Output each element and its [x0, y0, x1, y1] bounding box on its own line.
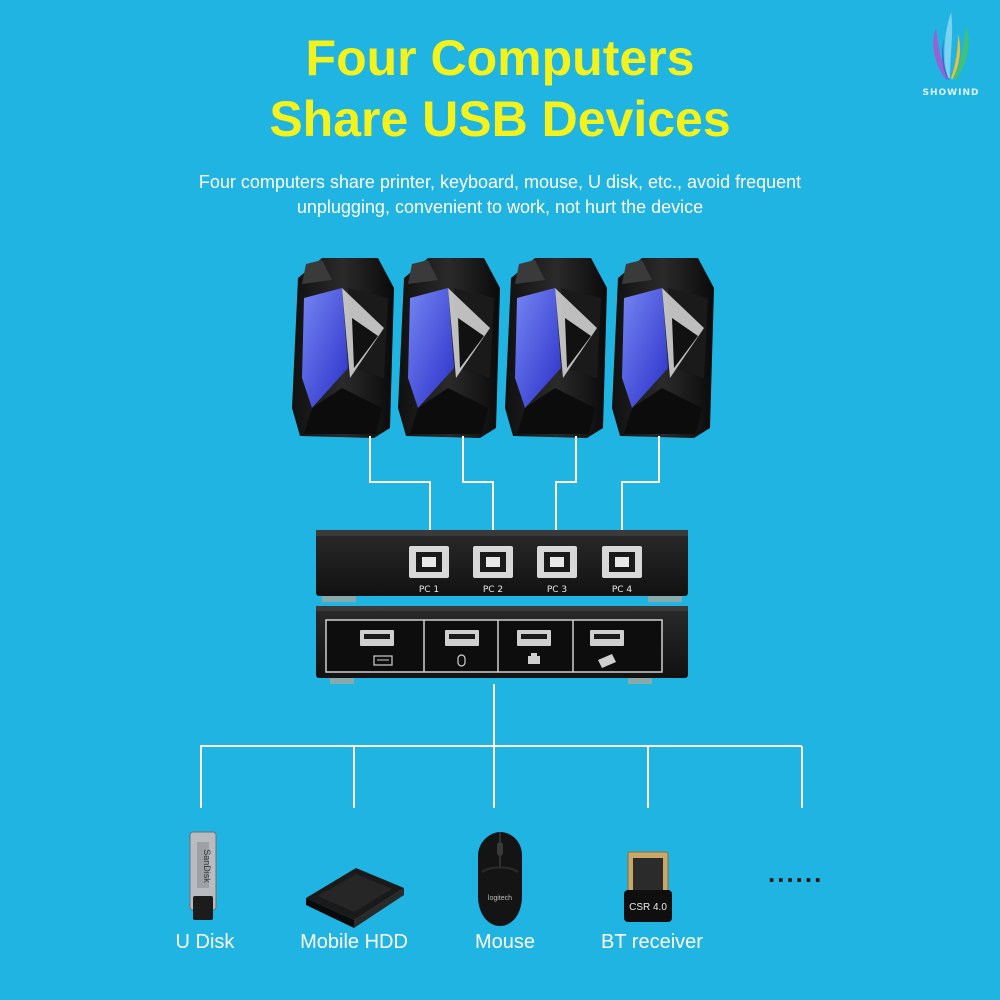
device-cables — [200, 684, 803, 808]
computer-mouse-icon: logitech — [478, 832, 522, 926]
subtitle-line-2: unplugging, convenient to work, not hurt… — [296, 197, 704, 217]
keyboard-icon — [373, 655, 393, 666]
computer-4 — [612, 258, 714, 438]
subtitle-line-1: Four computers share printer, keyboard, … — [198, 172, 802, 192]
port-label-pc1: PC 1 — [419, 585, 439, 595]
printer-icon — [528, 653, 540, 664]
mouse-icon — [457, 654, 466, 667]
bt-receiver-model: CSR 4.0 — [629, 902, 667, 913]
usb-b-port-1 — [409, 546, 449, 578]
usb-b-port-4 — [602, 546, 642, 578]
usb-flash-drive-icon: SanDisk — [189, 831, 217, 920]
mouse-brand: logitech — [488, 895, 512, 902]
showind-logo: SHOWIND — [916, 8, 986, 100]
title-line-2: Share USB Devices — [269, 91, 731, 147]
pc-cables — [369, 436, 660, 548]
computer-3 — [505, 258, 607, 438]
hard-drive-icon — [306, 868, 404, 928]
device-label-mouse: Mouse — [474, 931, 536, 953]
usb-b-port-2 — [473, 546, 513, 578]
kvm-switch-front — [316, 606, 688, 684]
title-line-1: Four Computers — [305, 30, 695, 86]
more-devices-ellipsis: ...... — [768, 858, 824, 888]
device-label-bt-receiver: BT receiver — [601, 931, 703, 953]
port-label-pc2: PC 2 — [483, 585, 503, 595]
computer-1 — [292, 258, 394, 438]
usb-b-port-3 — [537, 546, 577, 578]
logo-brand-text: SHOWIND — [922, 88, 980, 98]
usb-drive-brand: SanDisk — [202, 849, 212, 883]
usb-stick-icon — [598, 654, 616, 668]
kvm-switch-rear: PC 1 PC 2 PC 3 PC 4 — [316, 530, 688, 602]
device-label-u-disk: U Disk — [175, 931, 235, 953]
computer-2 — [398, 258, 500, 438]
bluetooth-dongle-icon: CSR 4.0 — [624, 851, 672, 922]
device-label-mobile-hdd: Mobile HDD — [300, 931, 408, 953]
port-label-pc3: PC 3 — [547, 585, 567, 595]
port-label-pc4: PC 4 — [612, 585, 633, 595]
